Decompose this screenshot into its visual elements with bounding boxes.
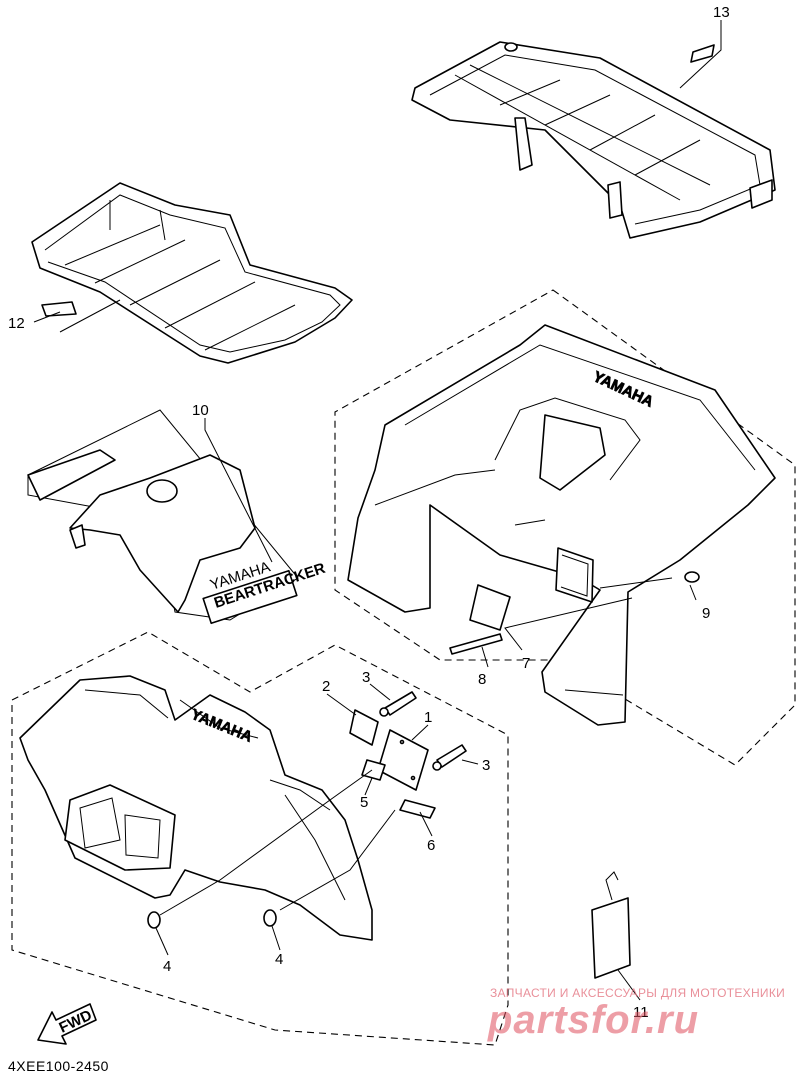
part-num-12: 12 — [8, 315, 25, 332]
washer-right — [263, 909, 277, 927]
rear-carrier — [411, 41, 776, 239]
part-number-labels: 13 12 10 9 7 8 3 2 1 3 5 6 4 4 11 — [8, 4, 730, 1021]
watermark-tagline: ЗАПЧАСТИ И АКСЕССУАРЫ ДЛЯ МОТОТЕХНИКИ — [490, 986, 786, 1000]
front-fender — [19, 675, 373, 941]
front-carrier — [31, 182, 353, 364]
part-num-2: 2 — [322, 678, 330, 695]
part-num-3-right: 3 — [482, 757, 490, 774]
part-num-7: 7 — [522, 655, 530, 672]
part-num-4-right: 4 — [275, 951, 283, 968]
part-num-10: 10 — [192, 402, 209, 419]
rear-fender — [347, 324, 776, 726]
part-num-6: 6 — [427, 837, 435, 854]
front-panel-cover — [27, 409, 299, 621]
drawing-code: 4XEE100-2450 — [8, 1058, 109, 1074]
tag-label — [591, 871, 631, 979]
part-num-4-left: 4 — [163, 958, 171, 975]
part-num-9: 9 — [702, 605, 710, 622]
washer-left — [147, 911, 161, 929]
rear-fender-group-outline — [334, 289, 796, 766]
part-num-11: 11 — [633, 1004, 649, 1021]
part-num-5: 5 — [360, 794, 368, 811]
leader-lines — [33, 20, 722, 1001]
part-num-8: 8 — [478, 671, 486, 688]
rear-plate-parts — [449, 571, 700, 655]
part-num-3-top: 3 — [362, 669, 370, 686]
part-num-13: 13 — [713, 4, 730, 21]
part-num-1: 1 — [424, 709, 432, 726]
fwd-arrow: FWD — [37, 1003, 97, 1045]
beartracker-decal: YAMAHA BEARTRACKER — [202, 558, 328, 625]
watermark-brand: partsfor.ru — [488, 998, 700, 1042]
front-fender-group-outline — [11, 631, 509, 1046]
plate-parts — [349, 691, 467, 819]
